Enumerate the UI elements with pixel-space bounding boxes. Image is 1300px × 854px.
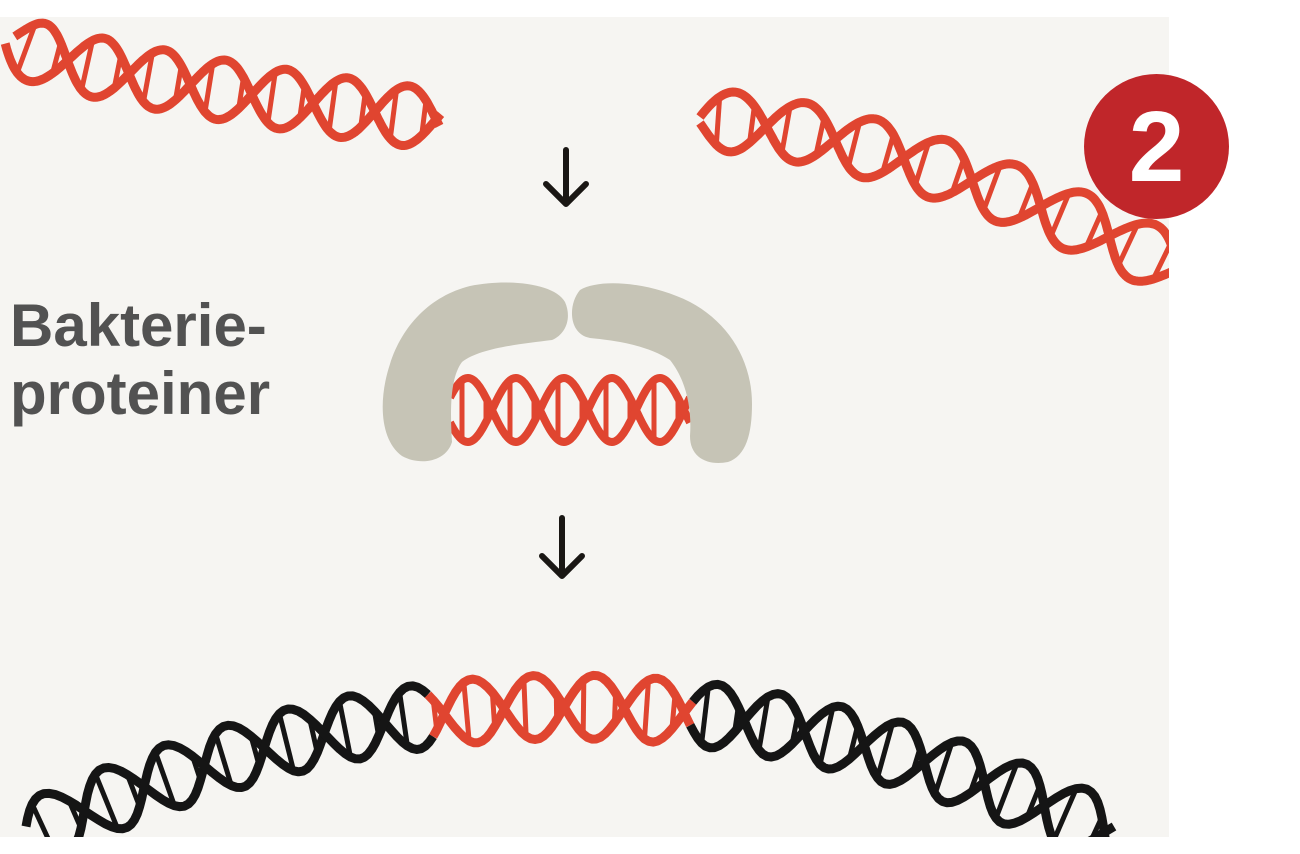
protein-left-half <box>382 282 568 462</box>
dna-strand <box>689 679 1110 837</box>
dna-base-pair <box>29 803 51 837</box>
dna-base-pair <box>141 52 155 103</box>
protein-label-line2: proteiner <box>10 360 271 427</box>
protein-label-line1: Bakterie- <box>10 292 267 359</box>
dna-base-pair <box>1048 192 1072 238</box>
dna-strand <box>686 689 1117 837</box>
dna-fragment-bound <box>446 374 694 446</box>
protein-label: Bakterie- proteiner <box>10 292 270 428</box>
dna-base-pair <box>461 682 472 742</box>
dna-base-pair <box>699 686 711 744</box>
step-badge: 2 <box>1084 74 1229 219</box>
dna-strand <box>21 681 431 834</box>
dna-fragment-left <box>0 18 445 150</box>
dna-base-pair <box>276 713 297 772</box>
dna-base-pair <box>875 722 895 779</box>
protein-right-half <box>571 283 752 463</box>
dna-strand <box>446 374 694 446</box>
dna-strand <box>424 671 695 748</box>
dna-fragment-right <box>696 87 1169 286</box>
dna-base-pair <box>932 741 955 795</box>
dna-base-pair <box>713 96 723 145</box>
dna-base-pair <box>580 680 587 735</box>
dna-base-pair <box>397 692 410 747</box>
dna-strand <box>0 33 445 150</box>
dna-base-pair <box>756 696 771 751</box>
dna-base-pair <box>779 106 793 154</box>
dna-base-pair <box>79 40 95 91</box>
dna-base-pair <box>912 141 932 186</box>
dna-base-pair <box>153 751 177 807</box>
dna-base-pair <box>213 733 234 787</box>
dna-base-pair <box>387 89 400 139</box>
dna-base-pair <box>93 773 120 830</box>
dna-strand <box>696 87 1169 255</box>
arrow-down-icon <box>539 515 585 579</box>
dna-base-pair <box>642 680 651 740</box>
dna-base-pair <box>1116 223 1140 267</box>
recombined-dna <box>21 670 1117 837</box>
dna-base-pair <box>981 164 1003 211</box>
dna-base-pair <box>202 63 216 113</box>
dna-base-pair <box>265 71 278 123</box>
dna-base-pair <box>845 121 863 168</box>
dna-base-pair <box>817 706 836 766</box>
dna-base-pair <box>326 80 339 132</box>
dna-strand <box>429 670 697 747</box>
dna-base-pair <box>993 762 1020 819</box>
dna-base-pair <box>521 679 529 737</box>
dna-strand <box>73 691 437 837</box>
bacterial-protein-complex <box>382 282 752 463</box>
dna-strand <box>696 98 1169 286</box>
dna-strand <box>12 18 444 142</box>
step-number: 2 <box>1128 90 1185 203</box>
arrow-down-icon <box>543 147 589 207</box>
dna-base-pair <box>1052 787 1079 837</box>
dna-base-pair <box>337 700 353 758</box>
dna-base-pair <box>1151 242 1169 281</box>
dna-base-pair <box>14 23 38 74</box>
